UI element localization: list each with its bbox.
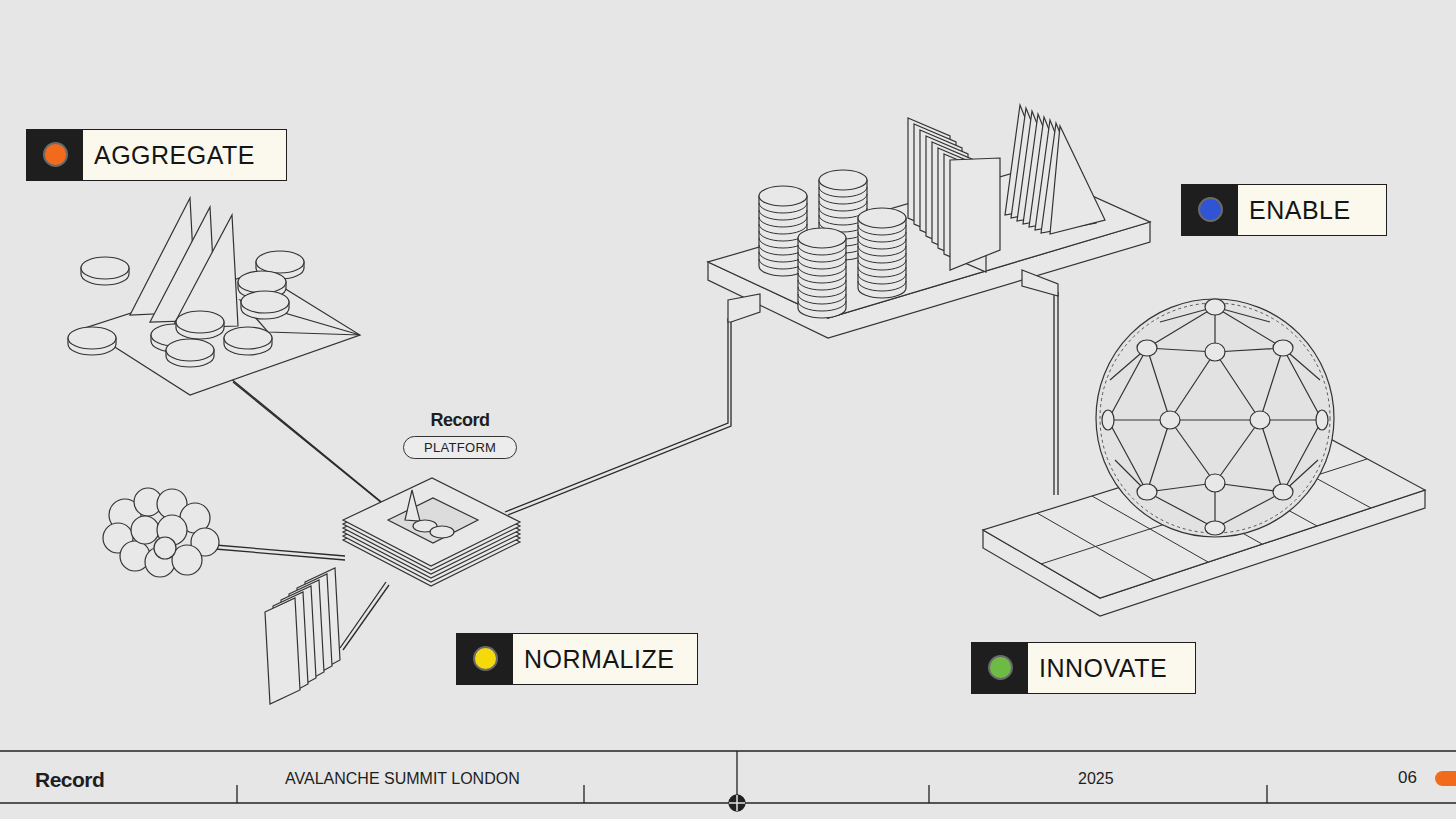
dot-panel	[27, 130, 83, 180]
platform-pill: PLATFORM	[403, 436, 517, 459]
step-title: INNOVATE	[1028, 643, 1195, 693]
page-number: 06	[1398, 768, 1417, 788]
step-label: NORMALIZE	[456, 633, 698, 685]
dot-panel	[1182, 185, 1238, 235]
platform-label: RecordPLATFORM	[403, 410, 517, 459]
step-label: ENABLE	[1181, 184, 1387, 236]
dot-panel	[972, 643, 1028, 693]
step-title: AGGREGATE	[83, 130, 286, 180]
year: 2025	[1078, 770, 1114, 788]
status-dot	[43, 142, 68, 167]
status-dot	[1198, 197, 1223, 222]
step-label: AGGREGATE	[26, 129, 287, 181]
brand-logo: Record	[431, 410, 490, 430]
step-label: INNOVATE	[971, 642, 1196, 694]
event-name: AVALANCHE SUMMIT LONDON	[285, 770, 520, 788]
step-title: ENABLE	[1238, 185, 1386, 235]
status-dot	[473, 646, 498, 671]
dot-panel	[457, 634, 513, 684]
footer-logo: Record	[35, 768, 104, 792]
step-title: NORMALIZE	[513, 634, 697, 684]
status-dot	[988, 655, 1013, 680]
